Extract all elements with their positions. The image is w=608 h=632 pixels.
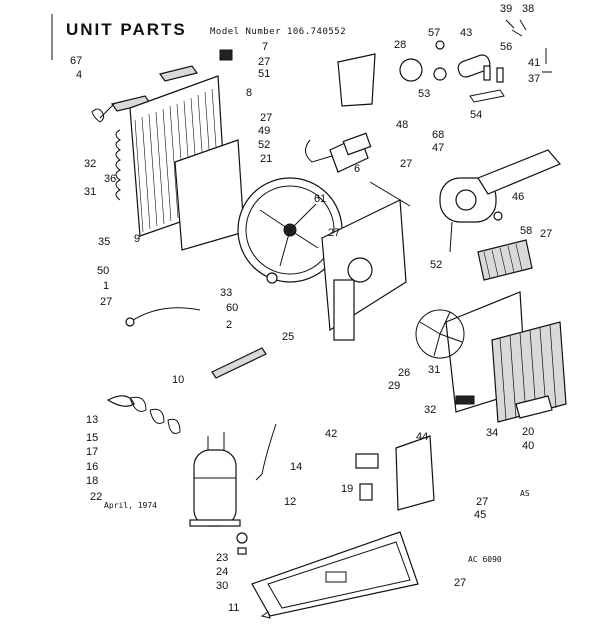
callout: 43 bbox=[460, 27, 473, 39]
callout: 57 bbox=[428, 27, 441, 39]
callout: 27 bbox=[328, 227, 341, 239]
callout: 51 bbox=[258, 68, 271, 80]
callout: 27 bbox=[540, 228, 553, 240]
callout: 52 bbox=[430, 259, 443, 271]
callout: 20 bbox=[522, 426, 535, 438]
callout: 7 bbox=[262, 41, 269, 53]
callout: 1 bbox=[103, 280, 110, 292]
callout: 27 bbox=[258, 56, 271, 68]
callout: 18 bbox=[86, 475, 99, 487]
callout: 44 bbox=[416, 431, 429, 443]
diagram-title: UNIT PARTS bbox=[66, 20, 187, 39]
callout: 31 bbox=[428, 364, 441, 376]
callout: 35 bbox=[98, 236, 111, 248]
callout: 9 bbox=[134, 233, 141, 245]
callout: 32 bbox=[84, 158, 97, 170]
callout: 15 bbox=[86, 432, 99, 444]
callout: 24 bbox=[216, 566, 229, 578]
callout: 58 bbox=[520, 225, 533, 237]
callout: 49 bbox=[258, 125, 271, 137]
callout: 37 bbox=[528, 73, 541, 85]
callout: 27 bbox=[100, 296, 113, 308]
callout: 32 bbox=[424, 404, 437, 416]
callout: 39 bbox=[500, 3, 513, 15]
callout: 42 bbox=[325, 428, 338, 440]
callout: 48 bbox=[396, 119, 409, 131]
callout: 26 bbox=[398, 367, 411, 379]
callout: 16 bbox=[86, 461, 99, 473]
callout: 29 bbox=[388, 380, 401, 392]
callout: 13 bbox=[86, 414, 99, 426]
callout: 45 bbox=[474, 509, 487, 521]
part-47-motor bbox=[439, 177, 497, 253]
callout: 34 bbox=[486, 427, 499, 439]
callout: 27 bbox=[260, 112, 273, 124]
callout: 27 bbox=[476, 496, 489, 508]
callout: 19 bbox=[341, 483, 354, 495]
callout: 12 bbox=[284, 496, 297, 508]
callout: 53 bbox=[418, 88, 431, 100]
callout: 27 bbox=[454, 577, 467, 589]
callout: 61 bbox=[314, 193, 327, 205]
part-13-18-gaskets bbox=[106, 395, 181, 434]
callout: 52 bbox=[258, 139, 271, 151]
callout: 67 bbox=[70, 55, 83, 67]
callout: 50 bbox=[97, 265, 110, 277]
callout: 10 bbox=[172, 374, 185, 386]
callout: 46 bbox=[512, 191, 525, 203]
callout: 23 bbox=[216, 552, 229, 564]
callout: 21 bbox=[260, 153, 273, 165]
callout: 47 bbox=[432, 142, 445, 154]
model-number: Model Number 106.740552 bbox=[210, 27, 347, 37]
part-30-basepan bbox=[251, 531, 419, 617]
callout: 14 bbox=[290, 461, 303, 473]
date-note: April, 1974 bbox=[104, 501, 157, 510]
callout: 56 bbox=[500, 41, 513, 53]
callout: 2 bbox=[226, 319, 233, 331]
callout: 68 bbox=[432, 129, 445, 141]
callout: 11 bbox=[228, 602, 240, 614]
part-22-compressor bbox=[189, 432, 241, 527]
callout: 30 bbox=[216, 580, 229, 592]
callout: 33 bbox=[220, 287, 233, 299]
callout: 31 bbox=[84, 186, 97, 198]
callout: 25 bbox=[282, 331, 295, 343]
callout: 54 bbox=[470, 109, 483, 121]
callout: 41 bbox=[528, 57, 541, 69]
part-8-coil bbox=[129, 75, 245, 251]
callout: 36 bbox=[104, 173, 117, 185]
callout: 60 bbox=[226, 302, 239, 314]
callout: 40 bbox=[522, 440, 535, 452]
corner-code: AS bbox=[520, 489, 530, 498]
callout: 8 bbox=[246, 87, 253, 99]
callout: 27 bbox=[400, 158, 413, 170]
part-26-fan bbox=[415, 309, 465, 359]
callout: 22 bbox=[90, 491, 103, 503]
callout: 17 bbox=[86, 446, 99, 458]
callout: 28 bbox=[394, 39, 407, 51]
drawing-code: AC 6090 bbox=[468, 555, 502, 564]
callout: 38 bbox=[522, 3, 535, 15]
callout: 4 bbox=[76, 69, 83, 81]
callout: 6 bbox=[354, 163, 361, 175]
